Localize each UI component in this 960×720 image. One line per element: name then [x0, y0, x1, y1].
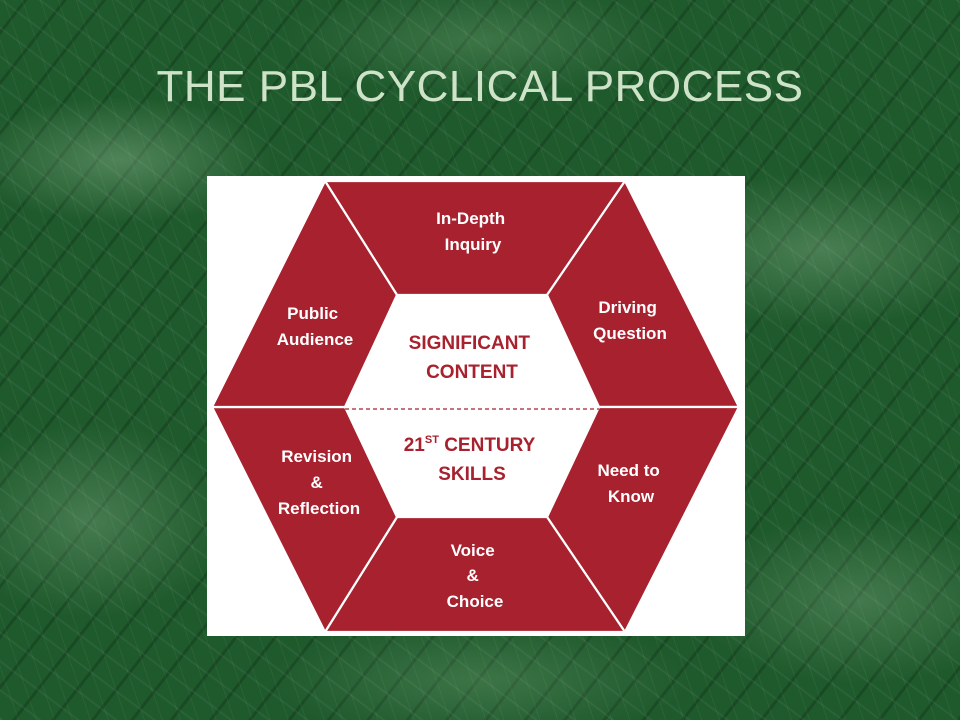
label-upper-left: Public Audience	[277, 304, 354, 349]
pbl-diagram: In-Depth Inquiry Driving Question Need t…	[207, 176, 745, 636]
label-lower-right: Need to Know	[597, 461, 664, 506]
center-label-upper: SIGNIFICANT CONTENT	[409, 333, 536, 383]
label-top: In-Depth Inquiry	[436, 209, 510, 254]
segment-upper-left[interactable]	[210, 178, 399, 409]
slide-title: THE PBL CYCLICAL PROCESS	[156, 62, 804, 111]
label-upper-right: Driving Question	[593, 298, 667, 343]
label-bottom: Voice & Choice	[447, 541, 504, 611]
center-label-lower: 21ST CENTURY SKILLS	[404, 434, 541, 485]
hexagon-diagram: In-Depth Inquiry Driving Question Need t…	[210, 178, 741, 635]
label-lower-left: Revision & Reflection	[278, 447, 360, 518]
